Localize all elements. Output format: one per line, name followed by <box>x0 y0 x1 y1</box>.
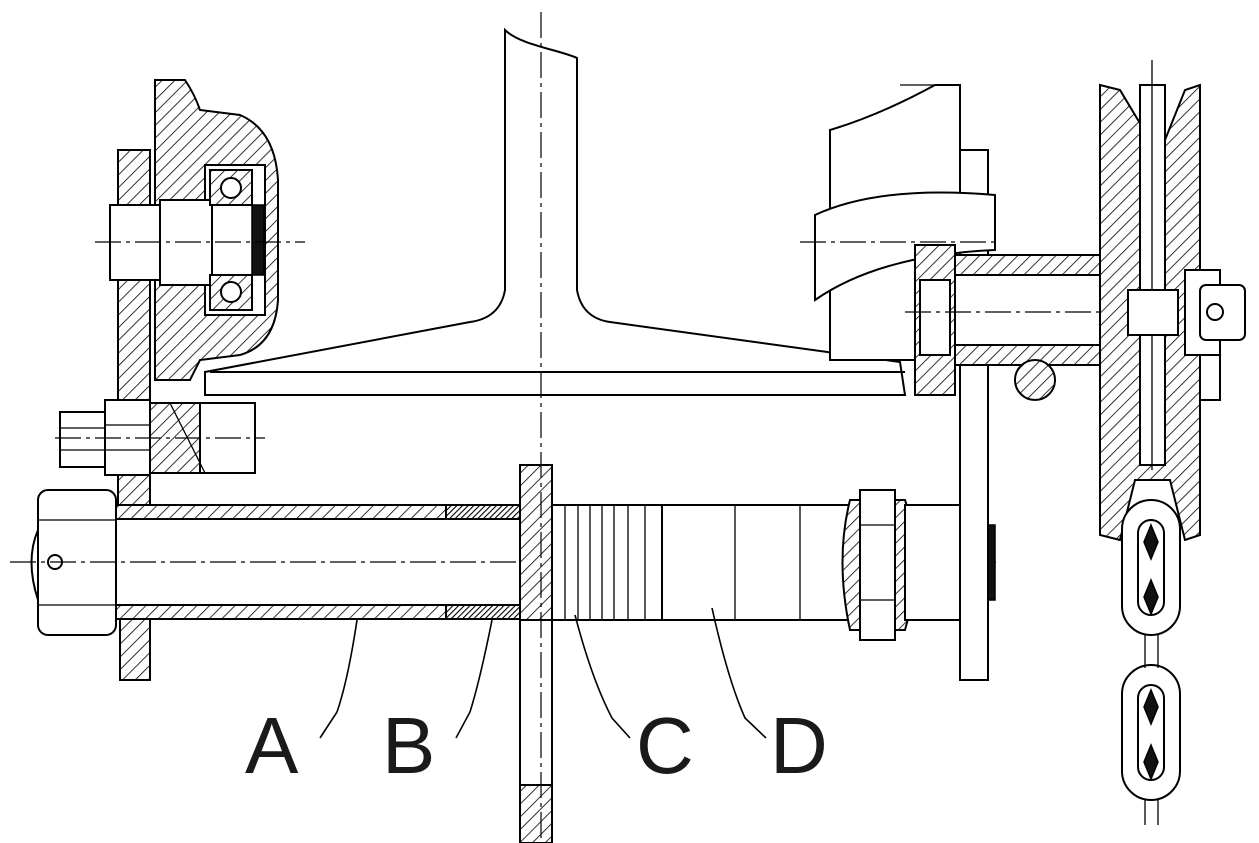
vertical-column <box>204 27 907 396</box>
callout-leaders <box>319 607 767 739</box>
left-pulley-housing <box>95 79 305 381</box>
leader-c <box>574 614 631 739</box>
chain <box>1121 499 1181 825</box>
callout-label-b: B <box>382 701 435 790</box>
bearing-lower <box>209 274 253 311</box>
left-bolt-nut <box>55 399 265 476</box>
callout-label-c: C <box>636 701 694 790</box>
leader-b <box>455 619 493 739</box>
sprocket-wheel <box>1099 60 1246 542</box>
callout-label-d: D <box>770 701 828 790</box>
horizontal-shaft <box>10 489 1000 636</box>
callout-label-a: A <box>245 701 299 790</box>
drum <box>661 489 996 641</box>
right-shaft <box>905 244 1240 401</box>
callout-labels: A B C D <box>245 701 828 790</box>
disc-stack <box>551 504 663 621</box>
center-vertical-plate <box>519 464 553 843</box>
leader-a <box>319 619 358 739</box>
bearing-upper <box>209 169 253 206</box>
leader-d <box>711 607 767 739</box>
